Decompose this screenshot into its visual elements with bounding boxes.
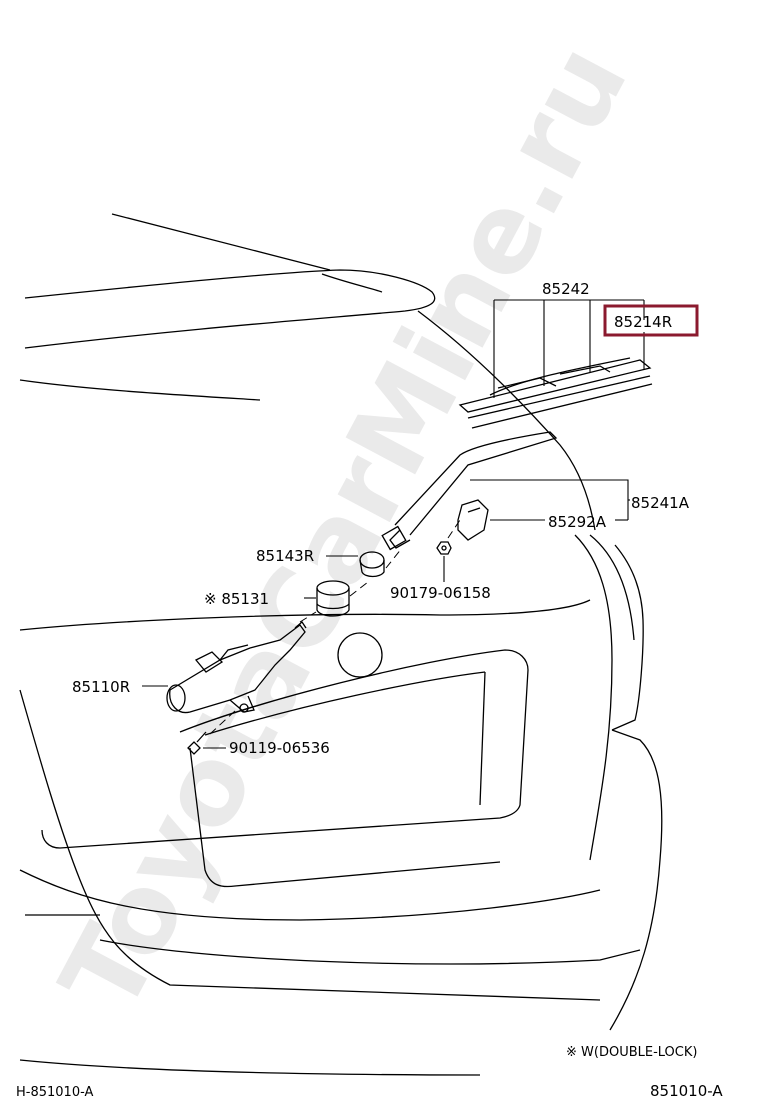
bolt-part [187, 731, 207, 755]
label-90119-06536[interactable]: 90119-06536 [229, 739, 330, 757]
grommet-part [316, 580, 350, 617]
label-90179-06158[interactable]: 90179-06158 [390, 584, 491, 602]
nut-part [436, 541, 452, 555]
wiper-blade [458, 357, 653, 429]
car-body-outline [19, 213, 663, 1076]
cap-part [359, 551, 385, 578]
label-85110R[interactable]: 85110R [72, 678, 130, 696]
diagram-code-left: H-851010-A [16, 1085, 93, 1100]
diagram-code-right: 851010-A [650, 1082, 723, 1100]
label-85292A[interactable]: 85292A [548, 513, 607, 531]
pivot-cover [457, 499, 489, 541]
leader-lines [142, 299, 645, 749]
footnote: ※ W(DOUBLE-LOCK) [566, 1045, 697, 1060]
label-85241A[interactable]: 85241A [631, 494, 690, 512]
label-85131[interactable]: ※ 85131 [204, 590, 269, 608]
label-85214R[interactable]: 85214R [614, 313, 672, 331]
dashed-centerlines [209, 519, 461, 735]
label-85143R[interactable]: 85143R [256, 547, 314, 565]
highlight-box [603, 304, 699, 337]
wiper-arm [381, 431, 558, 551]
label-85242[interactable]: 85242 [542, 280, 590, 298]
wiper-motor [166, 621, 307, 714]
